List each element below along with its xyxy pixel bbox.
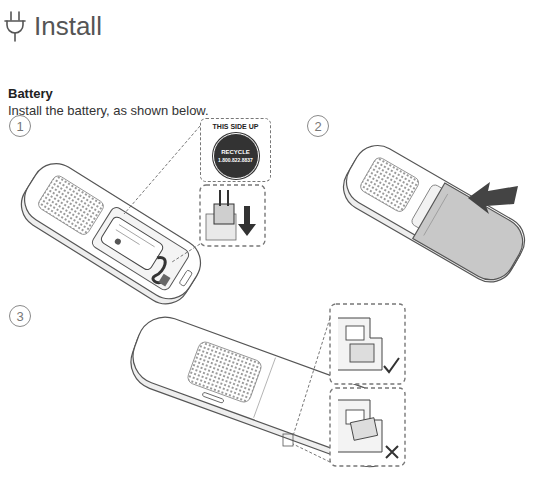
step-digit: 1	[16, 119, 23, 134]
seal-text: RECYCLE	[221, 149, 250, 156]
handset-open	[12, 155, 209, 313]
leader-line	[124, 126, 200, 262]
step-digit: 3	[16, 309, 23, 324]
seal-text: 1.800.822.8837	[218, 157, 253, 163]
leader-line	[293, 318, 330, 462]
section-heading: Battery	[8, 86, 53, 101]
step-digit: 2	[314, 119, 321, 134]
callout-box: THIS SIDE UP RECYCLE1.800.822.8837	[200, 118, 271, 182]
handset-closed	[123, 309, 411, 474]
slide-arrow	[468, 182, 518, 214]
step-number: 3	[9, 305, 31, 327]
detail-marker	[283, 434, 293, 446]
plug-icon	[5, 12, 25, 41]
instruction-text: Install the battery, as shown below.	[8, 103, 209, 118]
callout-text: THIS SIDE UP	[201, 123, 270, 130]
step-number: 2	[307, 115, 329, 137]
handset-cover	[335, 137, 534, 291]
step-number: 1	[9, 115, 31, 137]
connector-detail	[200, 185, 265, 246]
page-title: Install	[34, 10, 102, 42]
correct-detail	[330, 304, 405, 384]
incorrect-detail	[330, 388, 405, 466]
recycle-seal: RECYCLE1.800.822.8837	[213, 133, 259, 179]
